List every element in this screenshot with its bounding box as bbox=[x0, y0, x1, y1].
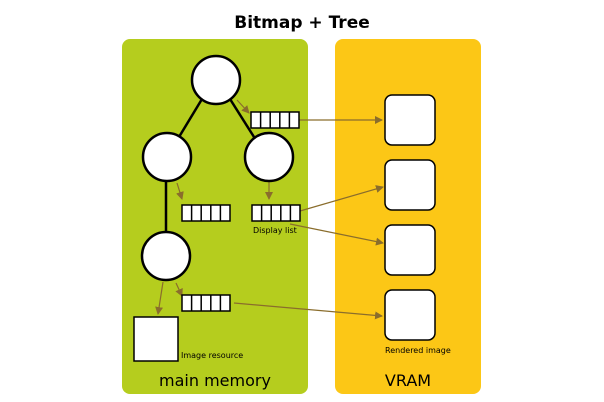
arrow-bottom-node-to-displaylist bbox=[175, 282, 183, 297]
display-list-label: Display list bbox=[253, 226, 297, 235]
image-resource-label: Image resource bbox=[181, 351, 243, 360]
rendered-image-box bbox=[384, 94, 436, 146]
arrow-displaylist-to-vram-3 bbox=[289, 223, 384, 246]
display-list-strip bbox=[251, 204, 301, 222]
arrow-bottom-node-to-image bbox=[155, 281, 164, 315]
tree-node-left bbox=[141, 131, 193, 183]
tree-node-bottom bbox=[140, 230, 192, 282]
rendered-image-box bbox=[384, 289, 436, 341]
tree-node-right bbox=[243, 131, 295, 183]
tree-nodes bbox=[140, 54, 295, 282]
display-list-strip bbox=[181, 294, 231, 312]
arrows bbox=[155, 99, 384, 320]
arrow-displaylist-to-vram-4 bbox=[233, 302, 383, 320]
tree-edges bbox=[164, 98, 256, 231]
tree-edge bbox=[228, 98, 256, 138]
vram-label: VRAM bbox=[385, 371, 431, 390]
image-resource-box bbox=[133, 316, 179, 362]
main-memory-label: main memory bbox=[159, 371, 271, 390]
arrow-displaylist-to-vram-2 bbox=[299, 185, 384, 212]
arrow-left-node-to-displaylist bbox=[176, 182, 184, 200]
diagram-title: Bitmap + Tree bbox=[234, 13, 370, 33]
display-list-strip bbox=[250, 111, 300, 129]
tree-edge bbox=[177, 98, 204, 138]
rendered-image-label: Rendered image bbox=[385, 346, 451, 355]
arrow-root-to-displaylist bbox=[236, 99, 250, 114]
display-list-strip bbox=[181, 204, 231, 222]
vram-region bbox=[335, 39, 481, 394]
rendered-image-box bbox=[384, 224, 436, 276]
tree-node-root bbox=[190, 54, 242, 106]
rendered-image-box bbox=[384, 159, 436, 211]
